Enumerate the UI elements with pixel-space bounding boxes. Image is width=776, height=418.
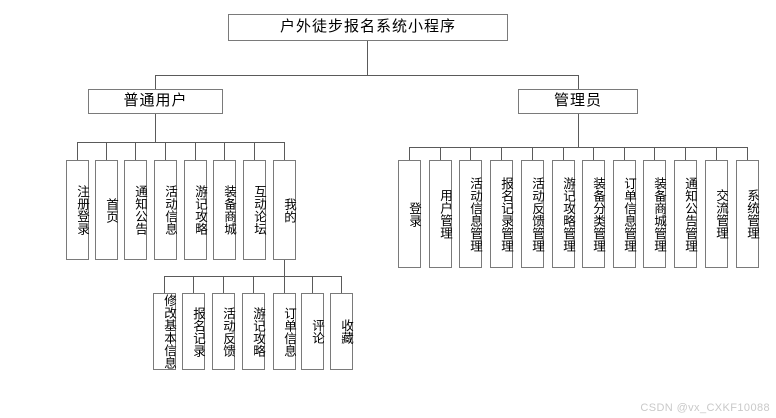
connector-user-child-1 — [106, 142, 107, 160]
connector-admin-child-7 — [624, 147, 625, 160]
branch-node-admin[interactable]: 管理员 — [518, 89, 638, 114]
connector-my-child-0 — [164, 276, 165, 293]
connector-admin-child-9 — [685, 147, 686, 160]
connector-my-child-2 — [223, 276, 224, 293]
connector-admin-child-2 — [470, 147, 471, 160]
user-item-1[interactable]: 首页 — [95, 160, 118, 260]
root-node-label: 户外徒步报名系统小程序 — [279, 18, 456, 36]
connector-user-child-3 — [165, 142, 166, 160]
connector-user-stem — [155, 114, 156, 142]
connector-admin-child-4 — [532, 147, 533, 160]
admin-item-9-label: 通知公告管理 — [683, 176, 697, 252]
connector-my-child-5 — [312, 276, 313, 293]
my-sub-item-4[interactable]: 订单信息 — [273, 293, 296, 370]
connector-root-stem — [367, 41, 368, 75]
admin-item-4-label: 活动反馈管理 — [530, 176, 544, 252]
connector-my-bar — [164, 276, 341, 277]
connector-my-child-3 — [253, 276, 254, 293]
user-item-5[interactable]: 装备商城 — [213, 160, 236, 260]
admin-item-8-label: 装备商城管理 — [652, 176, 666, 252]
my-sub-item-5[interactable]: 评论 — [301, 293, 324, 370]
admin-item-3-label: 报名记录管理 — [499, 176, 513, 252]
admin-item-1-label: 用户管理 — [438, 189, 452, 239]
connector-admin-stem — [578, 114, 579, 147]
user-item-6-label: 互动论坛 — [252, 185, 266, 235]
admin-item-5[interactable]: 游记攻略管理 — [552, 160, 575, 268]
connector-user-bar — [77, 142, 284, 143]
my-sub-item-1-label: 报名记录 — [191, 306, 205, 357]
admin-item-3[interactable]: 报名记录管理 — [490, 160, 513, 268]
user-item-7-label: 我的 — [282, 197, 296, 223]
user-item-2-label: 通知公告 — [133, 185, 147, 235]
admin-item-5-label: 游记攻略管理 — [561, 176, 575, 252]
admin-item-6[interactable]: 装备分类管理 — [582, 160, 605, 268]
connector-admin-child-5 — [563, 147, 564, 160]
branch-node-user-label: 普通用户 — [123, 92, 188, 110]
user-item-3[interactable]: 活动信息 — [154, 160, 177, 260]
my-sub-item-4-label: 订单信息 — [282, 306, 296, 357]
csdn-watermark: CSDN @vx_CXKF10088 — [640, 402, 770, 414]
connector-my-child-4 — [284, 276, 285, 293]
my-sub-item-3-label: 游记攻略 — [251, 306, 265, 357]
admin-item-9[interactable]: 通知公告管理 — [674, 160, 697, 268]
my-sub-item-0[interactable]: 修改基本信息 — [153, 293, 176, 370]
connector-my-child-6 — [341, 276, 342, 293]
user-item-6[interactable]: 互动论坛 — [243, 160, 266, 260]
admin-item-6-label: 装备分类管理 — [591, 176, 605, 252]
connector-admin-child-8 — [654, 147, 655, 160]
my-sub-item-0-label: 修改基本信息 — [162, 294, 176, 369]
user-item-4[interactable]: 游记攻略 — [184, 160, 207, 260]
connector-user-child-0 — [77, 142, 78, 160]
connector-user-child-2 — [135, 142, 136, 160]
connector-admin-child-6 — [593, 147, 594, 160]
admin-item-10-label: 交流管理 — [714, 189, 728, 239]
connector-admin-child-0 — [409, 147, 410, 160]
my-sub-item-5-label: 评论 — [310, 319, 324, 344]
connector-my-child-1 — [193, 276, 194, 293]
connector-admin-child-11 — [747, 147, 748, 160]
user-item-1-label: 首页 — [104, 197, 118, 223]
my-sub-item-2[interactable]: 活动反馈 — [212, 293, 235, 370]
admin-item-2-label: 活动信息管理 — [468, 176, 482, 252]
my-sub-item-1[interactable]: 报名记录 — [182, 293, 205, 370]
connector-to-admin-branch — [578, 75, 579, 89]
connector-user-child-4 — [195, 142, 196, 160]
user-item-4-label: 游记攻略 — [193, 185, 207, 235]
my-sub-item-6-label: 收藏 — [339, 319, 353, 344]
user-item-2[interactable]: 通知公告 — [124, 160, 147, 260]
admin-item-11-label: 系统管理 — [745, 189, 759, 239]
user-item-0[interactable]: 注册登录 — [66, 160, 89, 260]
user-item-0-label: 注册登录 — [75, 185, 89, 235]
admin-item-7-label: 订单信息管理 — [622, 176, 636, 252]
connector-top-bar — [155, 75, 579, 76]
admin-item-8[interactable]: 装备商城管理 — [643, 160, 666, 268]
root-node[interactable]: 户外徒步报名系统小程序 — [228, 14, 508, 41]
branch-node-admin-label: 管理员 — [553, 92, 602, 110]
user-item-7-my[interactable]: 我的 — [273, 160, 296, 260]
admin-item-0[interactable]: 登录 — [398, 160, 421, 268]
connector-admin-child-1 — [440, 147, 441, 160]
admin-item-0-label: 登录 — [407, 201, 421, 227]
admin-item-7[interactable]: 订单信息管理 — [613, 160, 636, 268]
connector-user-child-7 — [284, 142, 285, 160]
my-sub-item-3[interactable]: 游记攻略 — [242, 293, 265, 370]
admin-item-2[interactable]: 活动信息管理 — [459, 160, 482, 268]
my-sub-item-2-label: 活动反馈 — [221, 306, 235, 357]
connector-admin-child-3 — [501, 147, 502, 160]
user-item-5-label: 装备商城 — [222, 185, 236, 235]
connector-my-stem — [284, 260, 285, 276]
connector-user-child-5 — [224, 142, 225, 160]
connector-to-user-branch — [155, 75, 156, 89]
my-sub-item-6[interactable]: 收藏 — [330, 293, 353, 370]
admin-item-11[interactable]: 系统管理 — [736, 160, 759, 268]
connector-admin-bar — [409, 147, 747, 148]
admin-item-4[interactable]: 活动反馈管理 — [521, 160, 544, 268]
admin-item-1[interactable]: 用户管理 — [429, 160, 452, 268]
admin-item-10[interactable]: 交流管理 — [705, 160, 728, 268]
user-item-3-label: 活动信息 — [163, 185, 177, 235]
connector-admin-child-10 — [716, 147, 717, 160]
connector-user-child-6 — [254, 142, 255, 160]
branch-node-user[interactable]: 普通用户 — [88, 89, 223, 114]
